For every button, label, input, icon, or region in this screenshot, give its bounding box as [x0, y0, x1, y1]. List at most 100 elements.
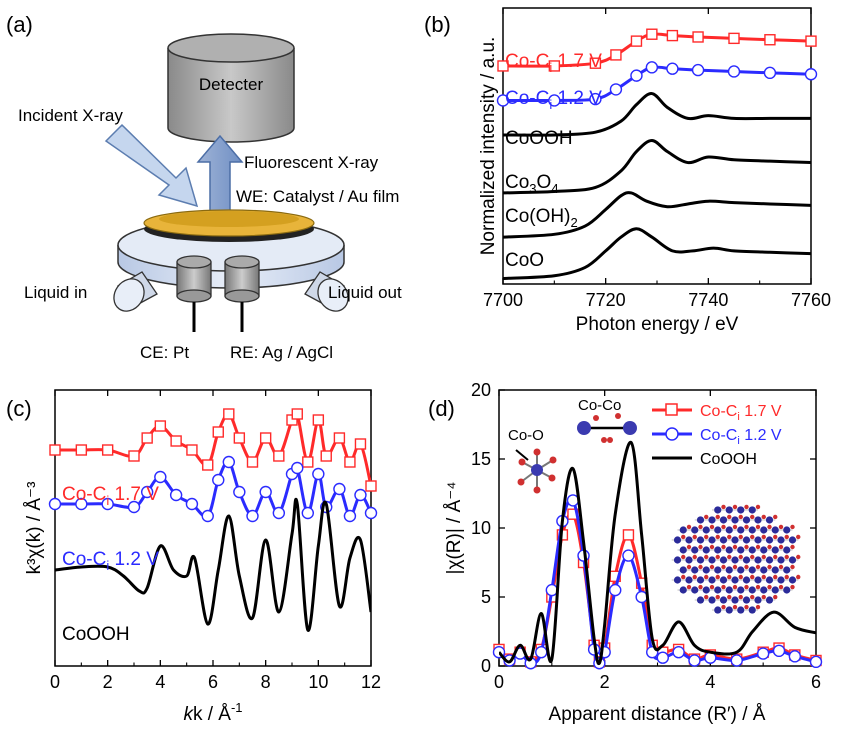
lattice-co-atom: [765, 516, 774, 524]
lattice-co-atom: [737, 526, 745, 534]
series-label-c-coooh: CoOOH: [62, 624, 130, 645]
lattice-co-atom: [731, 576, 739, 584]
series-point-c-0-20: [333, 432, 346, 444]
lattice-co-atom: [788, 576, 797, 584]
lattice-co-atom: [788, 536, 797, 544]
lattice-o-atom: [721, 604, 726, 610]
lattice-co-atom: [777, 536, 785, 544]
lattice-co-atom: [737, 586, 745, 594]
co-co-pair-icon: [577, 413, 637, 443]
lattice-co-atom: [714, 526, 722, 534]
lattice-o-atom: [761, 514, 766, 520]
x-tick-label-c-2: 4: [155, 672, 165, 692]
lattice-o-atom: [715, 514, 720, 520]
lattice-co-atom: [708, 556, 716, 564]
series-point-c-0-1: [75, 444, 88, 456]
lattice-co-atom: [731, 516, 739, 524]
lattice-co-atom: [691, 586, 699, 594]
series-point-b-1-4: [630, 69, 643, 82]
lattice-co-atom: [679, 546, 687, 554]
panel-label-d: (d): [428, 396, 455, 421]
lattice-o-atom: [778, 584, 784, 590]
series-point-c-1-14: [272, 506, 286, 520]
lattice-o-atom: [721, 504, 726, 510]
lattice-o-atom: [681, 534, 686, 540]
lattice-o-atom: [744, 584, 749, 590]
x-tick-label-b-1: 7720: [586, 290, 626, 310]
series-point-b-0-7: [692, 31, 704, 43]
lattice-co-atom: [748, 546, 756, 554]
lattice-co-atom: [760, 586, 768, 594]
lattice-o-atom: [790, 544, 795, 550]
series-point-c-1-20: [333, 482, 346, 496]
lattice-o-atom: [796, 554, 801, 560]
series-label-b-cooh2: Co(OH)2: [505, 206, 578, 230]
legend-item-blue: Co-Ci 1.2 V: [652, 427, 782, 447]
y-tick-label-d-2: 10: [471, 518, 491, 538]
series-point-b-1-8: [727, 65, 741, 78]
y-tick-label-d-4: 20: [471, 380, 491, 400]
lattice-co-atom: [742, 536, 751, 544]
lattice-o-atom: [681, 554, 686, 560]
lattice-co-atom: [754, 596, 762, 604]
lattice-co-atom: [685, 556, 693, 564]
lattice-o-atom: [738, 554, 743, 560]
lattice-co-atom: [737, 506, 745, 514]
series-point-d-1-22: [772, 644, 786, 658]
lattice-o-atom: [744, 544, 749, 550]
lattice-co-atom: [731, 596, 739, 604]
lattice-o-atom: [750, 514, 755, 520]
x-tick-label-c-6: 12: [361, 672, 381, 692]
lattice-o-atom: [750, 594, 755, 600]
series-point-d-1-12: [609, 583, 622, 597]
series-line-b-5: [503, 227, 811, 280]
lattice-o-atom: [704, 554, 709, 560]
lattice-o-atom: [767, 564, 772, 570]
panel-label-b: (b): [424, 12, 451, 37]
series-point-b-0-1: [548, 60, 561, 72]
lattice-o-atom: [744, 504, 749, 510]
series-point-c-0-23: [365, 480, 377, 492]
lattice-o-atom: [727, 554, 732, 560]
lattice-co-atom: [719, 516, 728, 524]
lattice-co-atom: [748, 586, 756, 594]
detector-cylinder: [167, 33, 295, 143]
lattice-co-atom: [714, 586, 722, 594]
lattice-o-atom: [773, 594, 778, 600]
series-line-b-3: [503, 138, 811, 195]
lattice-co-atom: [783, 526, 791, 534]
lattice-co-atom: [673, 536, 682, 544]
lattice-co-atom: [760, 526, 768, 534]
lattice-co-atom: [754, 516, 762, 524]
series-point-c-0-13: [259, 432, 272, 444]
series-point-d-1-23: [788, 650, 802, 663]
series-point-b-1-1: [548, 94, 561, 107]
series-point-b-0-6: [666, 29, 679, 42]
lattice-co-atom: [679, 586, 687, 594]
lattice-o-atom: [686, 544, 692, 550]
x-tick-label-d-0: 0: [494, 672, 504, 692]
lattice-o-atom: [698, 524, 703, 530]
lattice-o-atom: [715, 554, 720, 560]
panel-label-c: (c): [6, 396, 32, 421]
lattice-o-atom: [727, 594, 732, 600]
lattice-o-atom: [698, 544, 703, 550]
lattice-o-atom: [715, 574, 720, 580]
x-tick-label-c-4: 8: [261, 672, 271, 692]
lattice-co-atom: [725, 606, 733, 614]
annotation-co-co: Co-Co: [578, 397, 621, 414]
series-point-c-1-7: [185, 497, 199, 511]
series-label-c-blue: Co-Ci 1.2 V: [62, 549, 159, 573]
lattice-o-atom: [738, 574, 743, 580]
lattice-co-atom: [760, 546, 768, 554]
lattice-o-atom: [790, 524, 795, 530]
lattice-o-atom: [767, 544, 772, 550]
series-point-c-0-12: [246, 456, 259, 468]
series-point-c-0-0: [49, 444, 61, 456]
lattice-o-atom: [761, 554, 766, 560]
incident-xray-label: Incident X-ray: [18, 106, 123, 125]
series-point-c-0-8: [202, 459, 214, 471]
series-point-d-1-17: [672, 646, 685, 659]
